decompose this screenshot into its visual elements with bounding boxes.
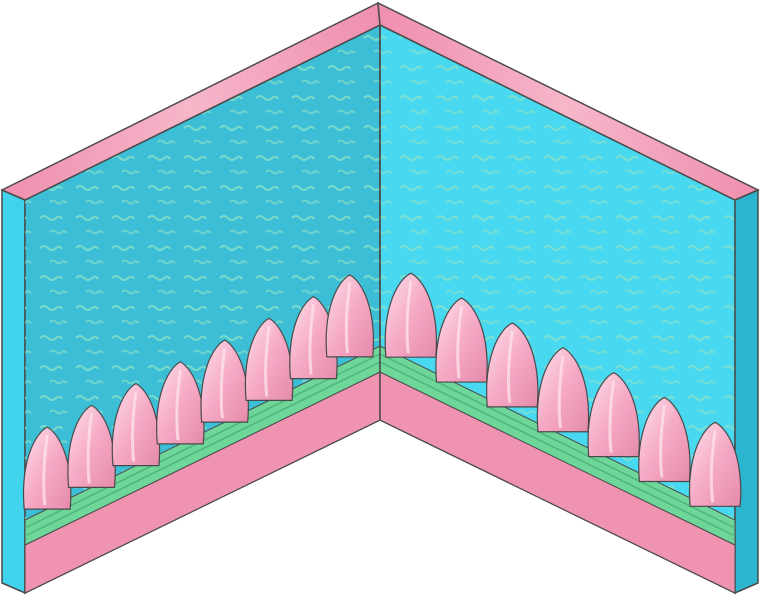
- right-petal-vein: [506, 330, 514, 404]
- right-petal-vein: [709, 430, 717, 503]
- right-rail-groove-2: [379, 361, 736, 537]
- right-petal: [486, 322, 539, 408]
- right-petal-vein: [456, 305, 464, 379]
- right-petal: [384, 272, 438, 358]
- left-petal-vein: [86, 413, 94, 484]
- left-petal-vein: [219, 347, 227, 419]
- left-petal-vein: [42, 434, 49, 506]
- left-rail-groove-2: [24, 361, 381, 537]
- right-petal-vein: [608, 380, 616, 453]
- right-wall-cap: [377, 1, 760, 201]
- left-petal-row: [22, 274, 375, 510]
- right-petal-vein: [557, 355, 565, 428]
- right-petal-vein: [405, 280, 413, 354]
- right-petal: [638, 396, 691, 483]
- left-petal-vein: [130, 391, 138, 462]
- right-rail-groove-1: [379, 353, 736, 529]
- right-petal: [536, 347, 590, 433]
- right-wall-edge: [734, 188, 759, 595]
- right-wall: [377, 1, 760, 595]
- left-petal: [325, 274, 375, 358]
- right-petal: [587, 371, 640, 458]
- left-wall-edge: [1, 188, 26, 595]
- left-petal-vein: [175, 369, 182, 441]
- left-wall: [0, 1, 381, 595]
- right-petal-vein: [659, 405, 666, 478]
- right-petal: [688, 421, 742, 507]
- left-petal-vein: [264, 326, 271, 397]
- left-petal-vein: [344, 282, 352, 354]
- left-petal-vein: [308, 304, 315, 375]
- right-petal: [435, 297, 488, 383]
- right-petal-row: [384, 272, 742, 507]
